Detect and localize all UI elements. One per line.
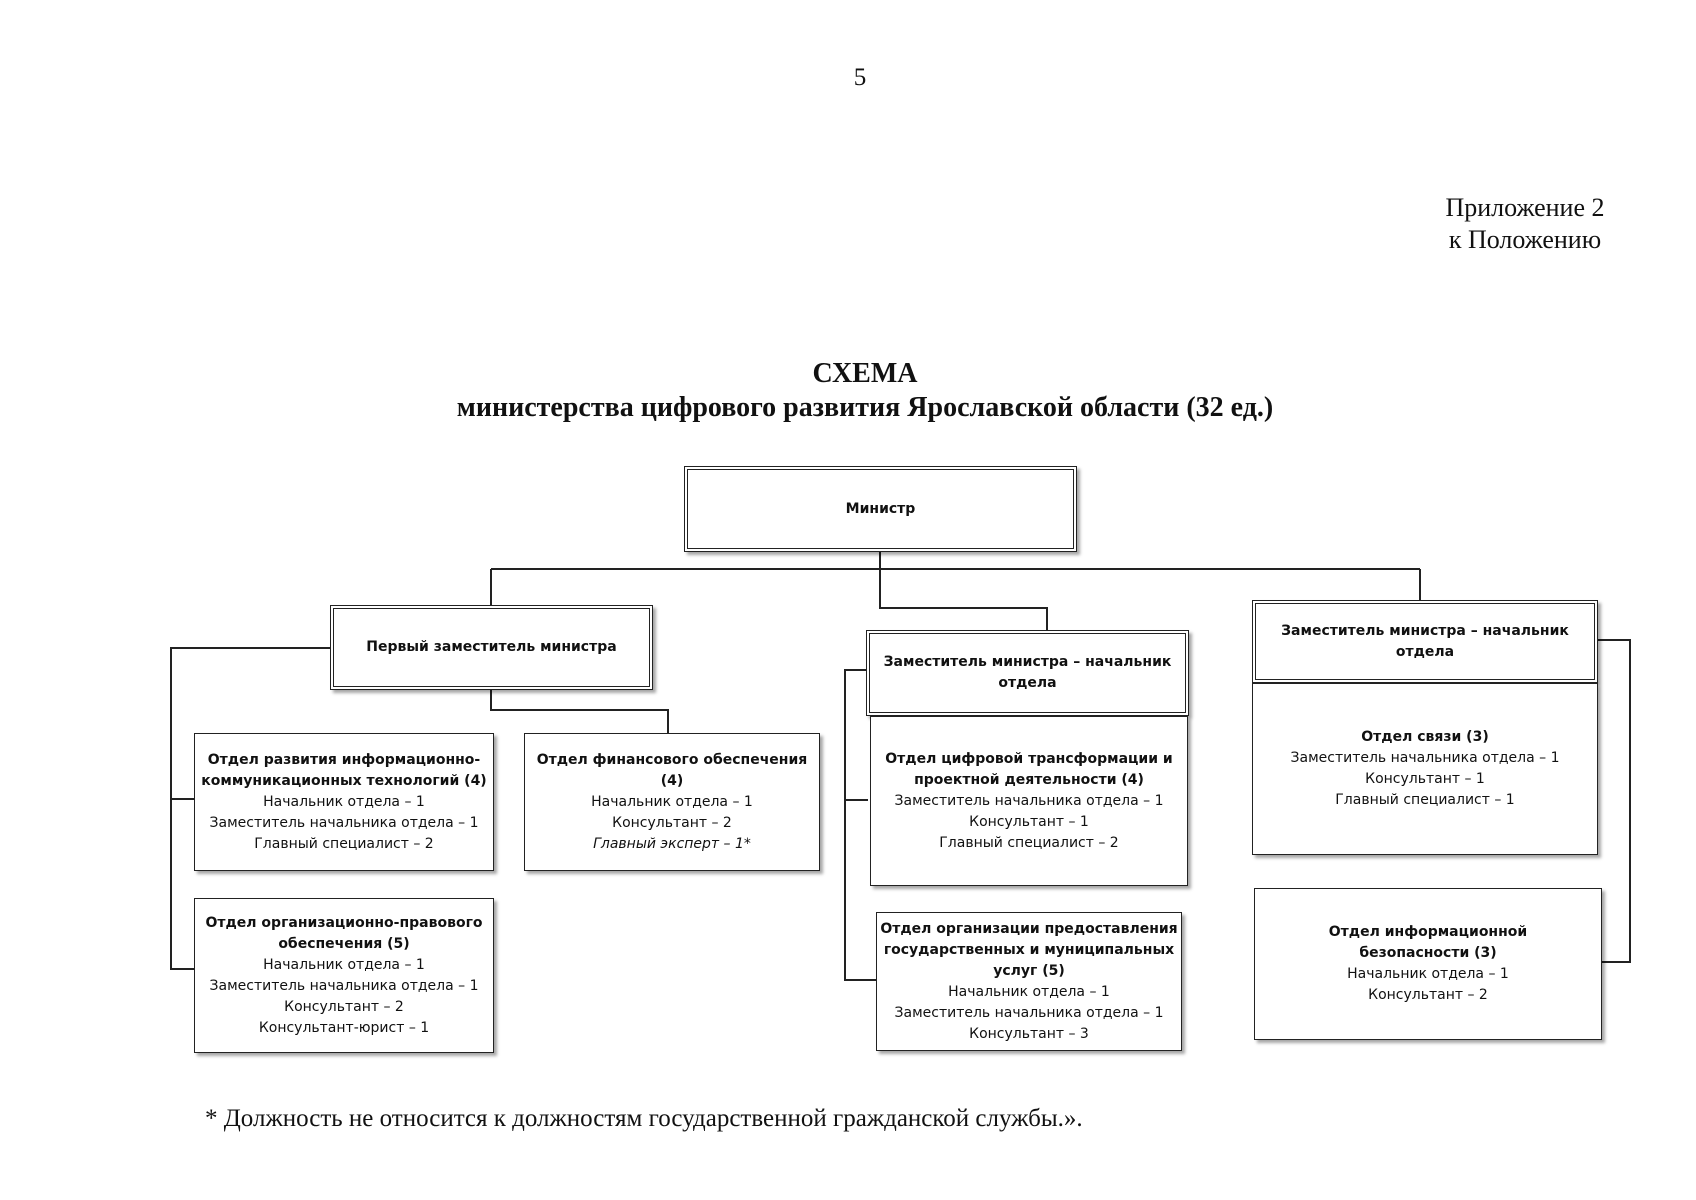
department-title: Отдел организации предоставления [880, 920, 1178, 937]
staff-line: Начальник отдела – 1 [263, 793, 425, 810]
minister-label: Министр [845, 500, 916, 517]
footnote: * Должность не относится к должностям го… [205, 1105, 1083, 1132]
staff-line: Консультант-юрист – 1 [258, 1019, 430, 1036]
department-finance-box: Отдел финансового обеспечения (4) Началь… [524, 733, 820, 871]
department-title: Отдел развития информационно- [207, 751, 481, 768]
deputy-minister-box-3: Заместитель министра – начальник отдела [1252, 600, 1598, 683]
appendix-line-1: Приложение 2 [1445, 193, 1605, 222]
page-number: 5 [853, 64, 867, 91]
appendix-note: Приложение 2 к Положению [1360, 192, 1690, 256]
staff-line: Главный специалист – 2 [254, 835, 434, 852]
staff-line: Заместитель начальника отдела – 1 [894, 1004, 1164, 1021]
staff-line: Консультант – 2 [612, 814, 732, 831]
first-deputy-label: Первый заместитель министра [366, 639, 617, 655]
staff-line: Консультант – 3 [969, 1025, 1089, 1042]
staff-line: Главный специалист – 2 [939, 834, 1119, 851]
connector-to-deputy-2 [879, 569, 1048, 630]
department-title: Отдел финансового обеспечения (4) [536, 751, 808, 789]
schema-title: СХЕМА министерства цифрового развития Яр… [0, 357, 1696, 425]
staff-line: Начальник отдела – 1 [1347, 966, 1509, 982]
connector-first-deputy-left [170, 647, 330, 970]
staff-line: Консультант – 1 [1365, 771, 1485, 787]
deputy-3-label-line-1: Заместитель министра – начальник [1281, 622, 1569, 639]
department-title: государственных и муниципальных [883, 941, 1175, 958]
department-ict-box: Отдел развития информационно- коммуникац… [194, 733, 494, 871]
deputy-2-label-line-1: Заместитель министра – начальник [883, 654, 1172, 670]
department-title: Отдел связи (3) [1361, 729, 1489, 745]
staff-line: Заместитель начальника отдела – 1 [209, 977, 479, 994]
staff-line: Начальник отдела – 1 [591, 793, 753, 810]
department-title: обеспечения (5) [278, 935, 410, 952]
connector-to-finance [490, 688, 669, 733]
staff-line: Главный эксперт – 1* [593, 835, 751, 852]
first-deputy-box: Первый заместитель министра [330, 605, 653, 690]
department-title: Отдел информационной [1328, 924, 1528, 940]
department-legal-box: Отдел организационно-правового обеспечен… [194, 898, 494, 1053]
department-title: коммуникационных технологий (4) [201, 772, 487, 789]
staff-line: Главный специалист – 1 [1335, 792, 1515, 808]
department-services-box: Отдел организации предоставления государ… [876, 912, 1182, 1051]
deputy-3-label-line-2: отдела [1395, 643, 1455, 660]
appendix-line-2: к Положению [1448, 225, 1602, 254]
deputy-minister-box-2: Заместитель министра – начальник отдела [866, 630, 1189, 716]
staff-line: Консультант – 2 [284, 998, 404, 1015]
staff-line: Начальник отдела – 1 [948, 983, 1110, 1000]
connector-deputy-2-left [844, 669, 876, 981]
department-title: Отдел организационно-правового [205, 914, 483, 931]
department-title: безопасности (3) [1359, 945, 1497, 961]
department-digital-box: Отдел цифровой трансформации и проектной… [870, 716, 1188, 886]
title-line-2: министерства цифрового развития Ярославс… [456, 392, 1274, 423]
department-title: проектной деятельности (4) [914, 771, 1144, 788]
staff-line: Заместитель начальника отдела – 1 [1290, 750, 1560, 766]
deputy-2-label-line-2: отдела [998, 675, 1057, 691]
department-title: услуг (5) [993, 962, 1065, 979]
staff-line: Консультант – 2 [1368, 987, 1488, 1003]
staff-line: Заместитель начальника отдела – 1 [209, 814, 479, 831]
department-security-box: Отдел информационной безопасности (3) На… [1254, 888, 1602, 1040]
staff-line: Заместитель начальника отдела – 1 [894, 792, 1164, 809]
minister-box: Министр [684, 466, 1077, 552]
department-title: Отдел цифровой трансформации и [885, 750, 1173, 767]
title-line-1: СХЕМА [812, 358, 918, 389]
connector-deputy-3-right [1598, 639, 1631, 963]
department-communications-box: Отдел связи (3) Заместитель начальника о… [1252, 683, 1598, 855]
staff-line: Консультант – 1 [969, 813, 1089, 830]
staff-line: Начальник отдела – 1 [263, 956, 425, 973]
